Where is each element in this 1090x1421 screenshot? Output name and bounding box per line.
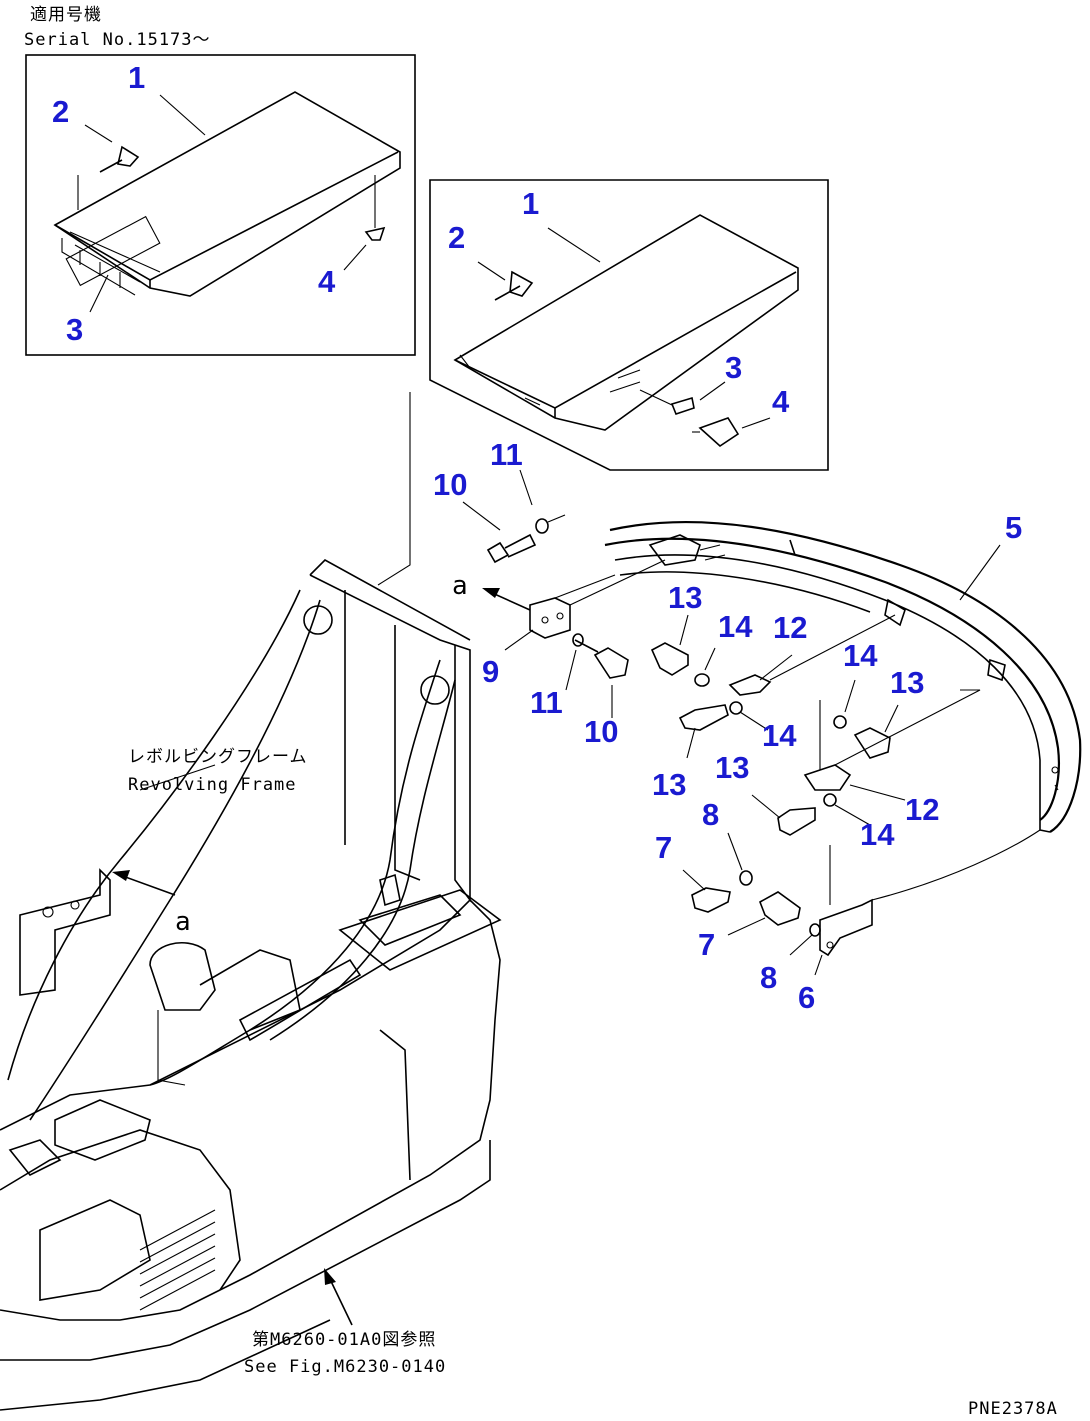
reference-arrow bbox=[327, 1274, 353, 1326]
serial-label-jp: 適用号機 bbox=[30, 5, 102, 25]
callout-14c: 14 bbox=[843, 638, 878, 673]
frame-label-en: Revolving Frame bbox=[128, 775, 297, 795]
bolt-part-13c bbox=[853, 727, 891, 759]
drawing-code: PNE2378A bbox=[968, 1399, 1058, 1419]
callout-8a: 8 bbox=[702, 797, 719, 832]
washer-part-8a bbox=[739, 870, 753, 886]
bolt-part-10a bbox=[486, 533, 537, 564]
callout-11b: 11 bbox=[530, 685, 563, 720]
washer-part-14d bbox=[823, 793, 837, 807]
inset-box-1 bbox=[25, 54, 416, 356]
washer-part-11a bbox=[535, 518, 549, 534]
reference-jp: 第M6260-01A0図参照 bbox=[252, 1330, 436, 1350]
frame-label-leader bbox=[139, 764, 216, 791]
callout-7a: 7 bbox=[655, 830, 672, 865]
callout-inset1-1: 1 bbox=[128, 60, 145, 95]
callout-14a: 14 bbox=[718, 609, 753, 644]
callout-inset1-4: 4 bbox=[318, 264, 336, 299]
bracket-part-12a bbox=[728, 674, 772, 696]
serial-label-en: Serial No.15173～ bbox=[24, 30, 211, 50]
handrail-part-5 bbox=[604, 520, 1082, 833]
washer-part-14a bbox=[694, 673, 710, 687]
callout-12a: 12 bbox=[773, 610, 807, 645]
callout-inset2-2: 2 bbox=[448, 220, 465, 255]
bolt-part-7a bbox=[691, 887, 731, 913]
view-marker-a-top: a bbox=[452, 571, 468, 601]
callout-13b: 13 bbox=[652, 767, 686, 802]
frame-label-jp: レボルビングフレーム bbox=[128, 747, 308, 767]
callout-14b: 14 bbox=[762, 718, 797, 753]
callout-10b: 10 bbox=[584, 714, 618, 749]
view-arrow-a-top bbox=[489, 591, 531, 611]
callout-inset2-4: 4 bbox=[772, 384, 790, 419]
washer-part-14b bbox=[729, 701, 743, 715]
bolt-part-13d bbox=[777, 807, 816, 836]
washer-part-11b bbox=[572, 633, 584, 647]
callout-11a: 11 bbox=[490, 437, 523, 472]
callout-12b: 12 bbox=[905, 792, 939, 827]
callout-7b: 7 bbox=[698, 927, 715, 962]
bolt-part-13b bbox=[678, 704, 729, 731]
reference-en: See Fig.M6230-0140 bbox=[244, 1357, 446, 1377]
callout-6: 6 bbox=[798, 980, 815, 1015]
callout-14d: 14 bbox=[860, 817, 895, 852]
callout-8b: 8 bbox=[760, 960, 777, 995]
callout-5: 5 bbox=[1005, 510, 1022, 545]
washer-part-8b bbox=[809, 923, 821, 937]
bolt-part-7b bbox=[759, 891, 801, 926]
callout-10a: 10 bbox=[433, 467, 467, 502]
callout-inset1-3: 3 bbox=[66, 312, 83, 347]
callout-13d: 13 bbox=[890, 665, 924, 700]
washer-part-14c bbox=[833, 715, 847, 729]
callout-13a: 13 bbox=[668, 580, 702, 615]
view-arrow-a-bottom bbox=[119, 874, 176, 896]
main-leader-lines bbox=[462, 469, 1001, 976]
callout-9: 9 bbox=[482, 654, 499, 689]
bracket-part-9 bbox=[529, 559, 666, 639]
inset-box-2 bbox=[429, 179, 829, 471]
bracket-part-12b bbox=[803, 764, 852, 791]
view-marker-a-bottom: a bbox=[175, 907, 191, 937]
bracket-part-6 bbox=[819, 829, 1041, 957]
callout-13c: 13 bbox=[715, 750, 749, 785]
revolving-frame-drawing bbox=[0, 559, 502, 1411]
callout-inset2-1: 1 bbox=[522, 186, 539, 221]
bolt-part-13a bbox=[650, 642, 689, 676]
callout-inset2-3: 3 bbox=[725, 350, 742, 385]
callout-inset1-2: 2 bbox=[52, 94, 69, 129]
bolt-part-10b bbox=[574, 639, 629, 679]
